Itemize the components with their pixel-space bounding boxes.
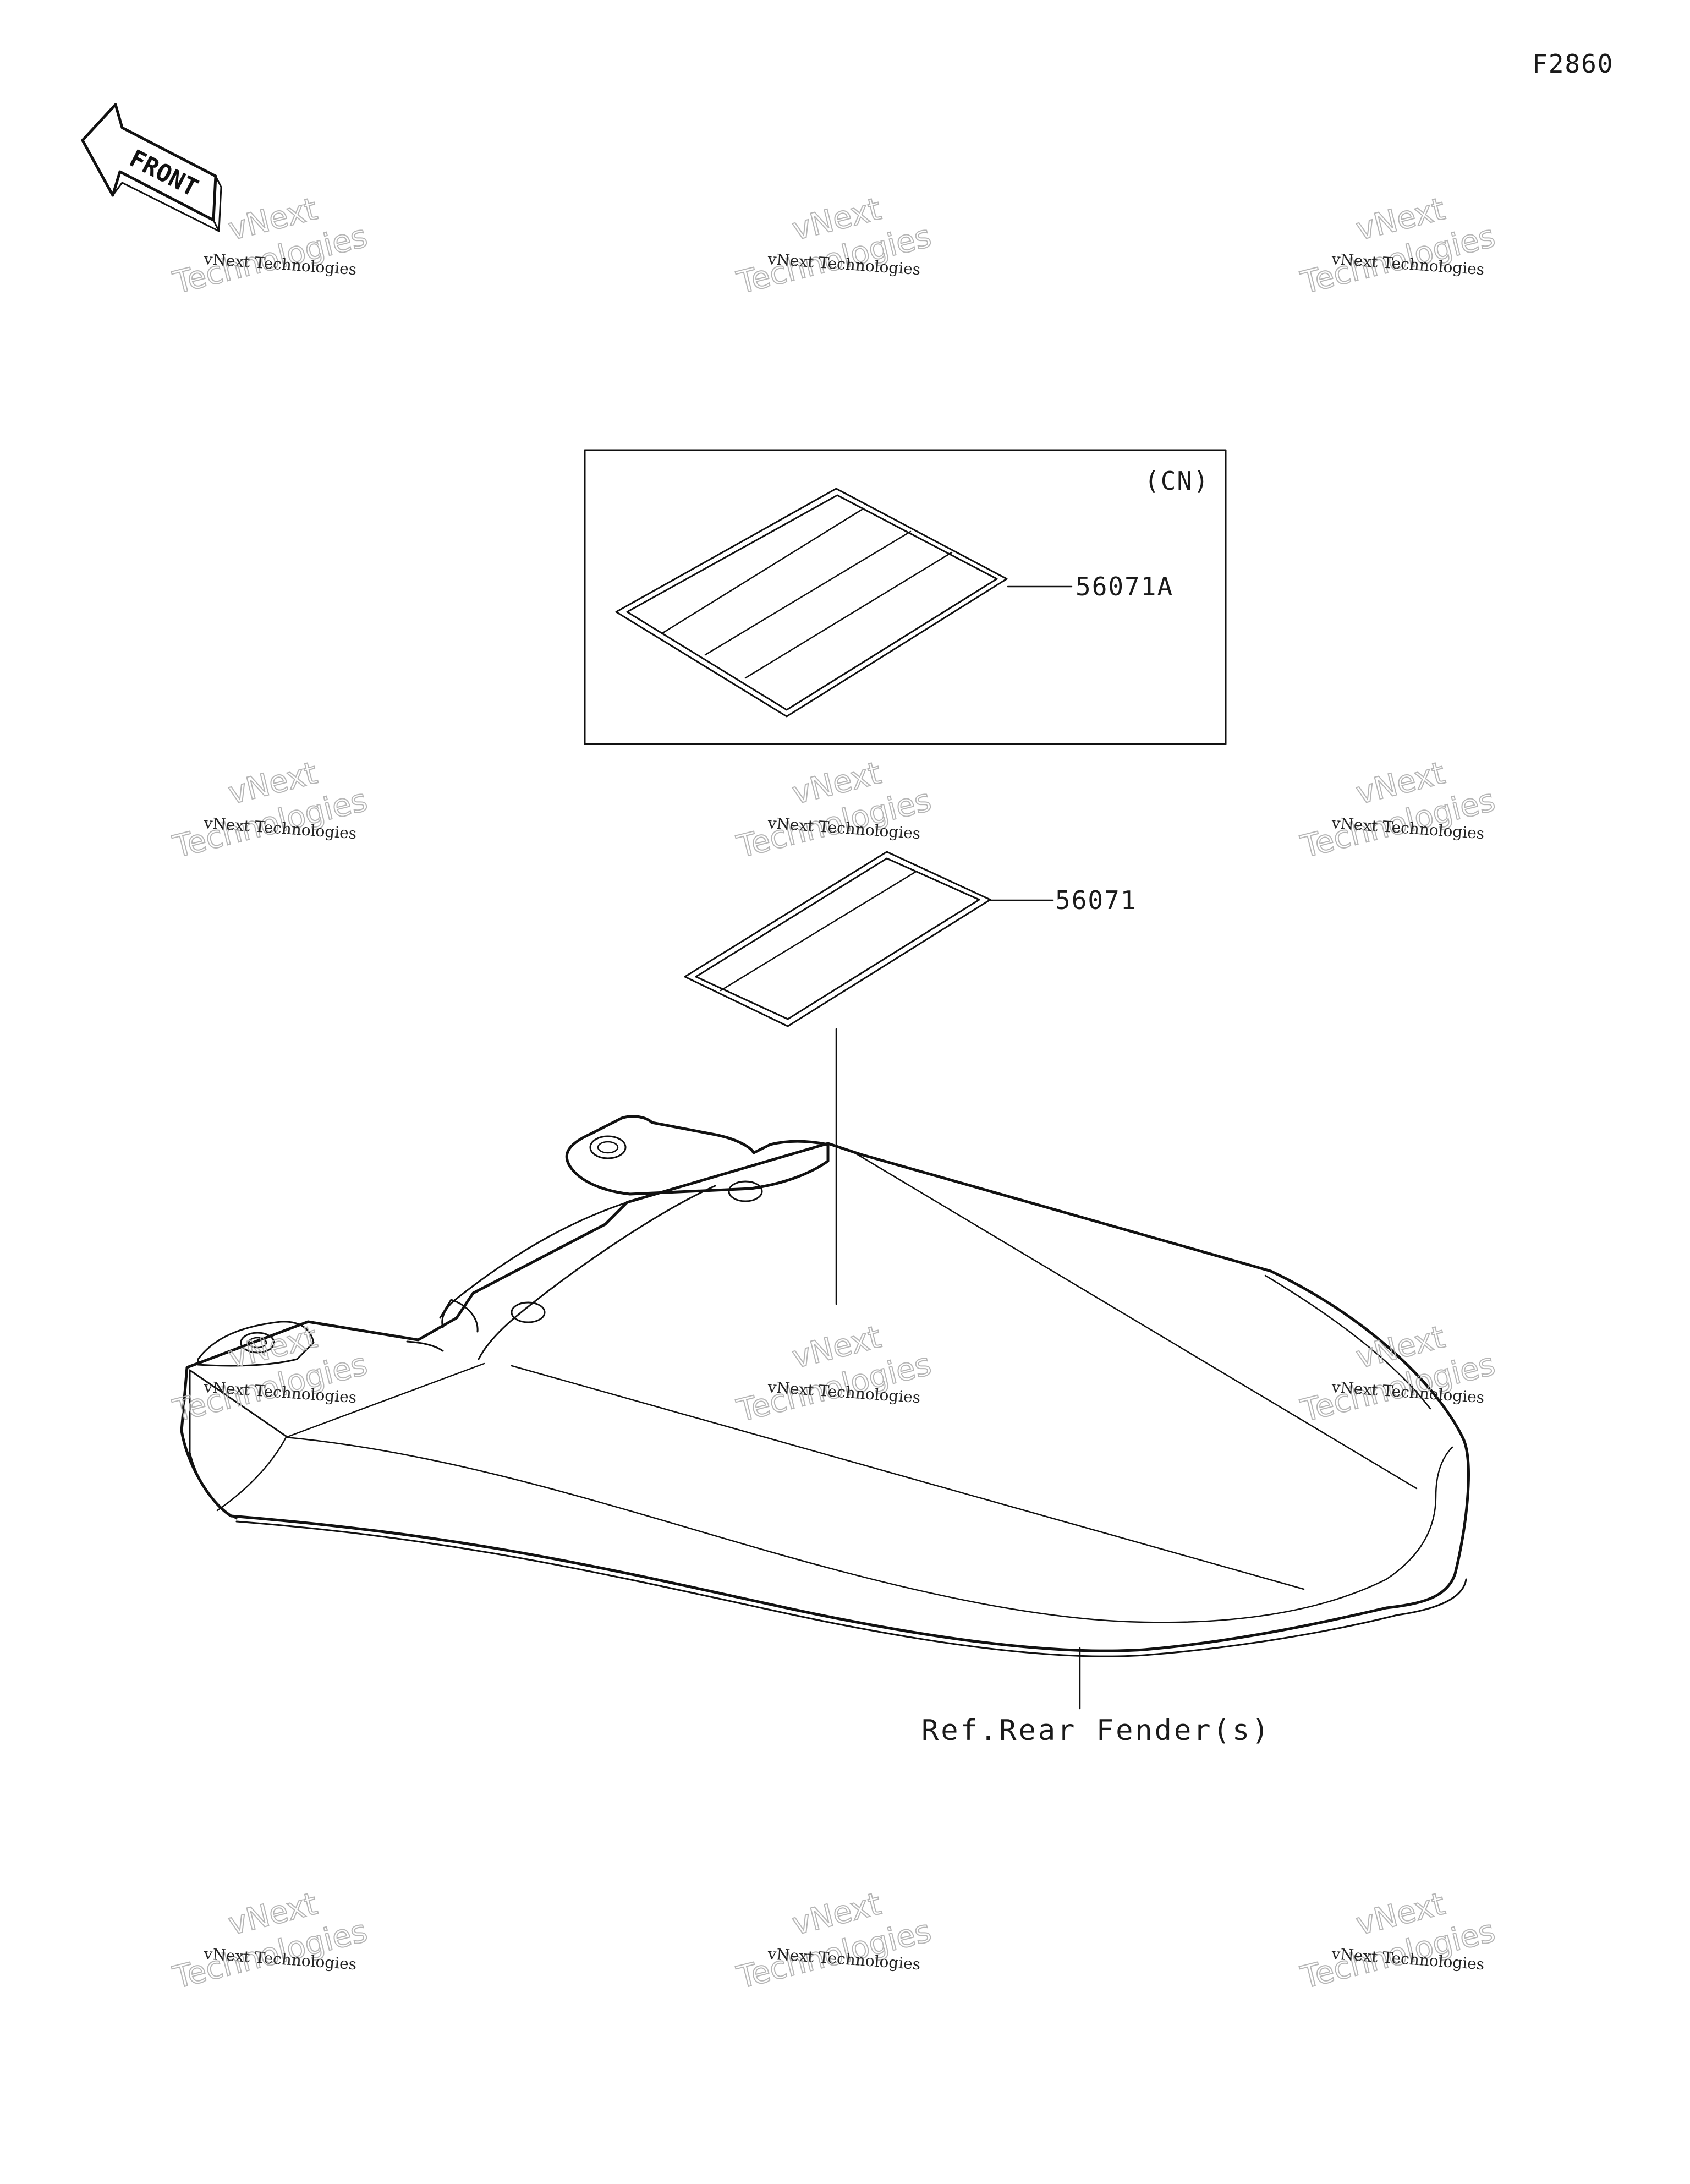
label-sticker-56071A <box>615 488 1008 718</box>
watermark-grid: vNext Technologies vNext Technologies vN… <box>169 190 1499 1996</box>
figure-code: F2860 <box>1532 49 1614 79</box>
reference-label: Ref.Rear Fender(s) <box>921 1714 1271 1747</box>
part-number-56071: 56071 <box>1055 885 1137 915</box>
front-arrow-icon: FRONT <box>81 103 222 232</box>
part-number-56071A: 56071A <box>1076 572 1173 601</box>
rear-fender <box>180 1115 1470 1657</box>
region-label: (CN) <box>1144 466 1210 496</box>
region-box <box>584 449 1227 745</box>
label-sticker-56071 <box>684 851 991 1027</box>
